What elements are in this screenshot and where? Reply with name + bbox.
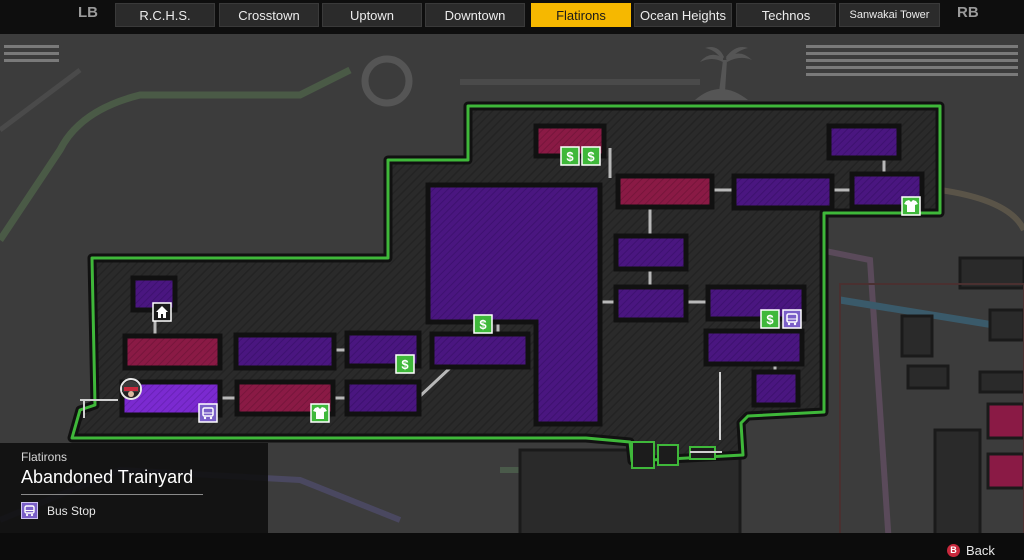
room bbox=[703, 328, 805, 367]
location-name: Abandoned Trainyard bbox=[21, 467, 194, 487]
palm-tree-icon bbox=[695, 47, 752, 100]
money-icon[interactable]: $ bbox=[395, 354, 415, 374]
map-rooms[interactable] bbox=[119, 123, 925, 427]
room bbox=[705, 284, 807, 322]
location-info-panel: Flatirons Abandoned Trainyard Bus Stop bbox=[0, 443, 268, 533]
money-icon[interactable]: $ bbox=[760, 309, 780, 329]
tab-sanwakai-tower[interactable]: Sanwakai Tower bbox=[839, 3, 940, 27]
room bbox=[613, 233, 689, 272]
room bbox=[429, 331, 531, 370]
back-button[interactable]: Back bbox=[966, 543, 995, 558]
room bbox=[826, 123, 902, 161]
room bbox=[344, 379, 422, 417]
hud-decor-stripes bbox=[4, 45, 1018, 76]
money-icon[interactable]: $ bbox=[473, 314, 493, 334]
tab-crosstown[interactable]: Crosstown bbox=[219, 3, 319, 27]
rb-shoulder-button[interactable]: RB bbox=[957, 4, 979, 21]
room bbox=[731, 173, 835, 211]
offmap-buildings bbox=[518, 256, 1024, 552]
home-icon[interactable] bbox=[152, 302, 172, 322]
lb-shoulder-button[interactable]: LB bbox=[78, 4, 98, 21]
tab-flatirons[interactable]: Flatirons bbox=[531, 3, 631, 27]
room bbox=[751, 369, 801, 408]
offmap-building bbox=[986, 452, 1024, 490]
legend-bus-stop-label: Bus Stop bbox=[47, 504, 96, 518]
room bbox=[233, 332, 337, 371]
money-icon[interactable]: $ bbox=[581, 146, 601, 166]
tab-uptown[interactable]: Uptown bbox=[322, 3, 422, 27]
room bbox=[122, 333, 223, 371]
svg-text:$: $ bbox=[401, 357, 409, 372]
footer-bar bbox=[0, 533, 1024, 560]
divider bbox=[21, 494, 203, 495]
district-border bbox=[70, 104, 942, 463]
district-label: Flatirons bbox=[21, 450, 68, 464]
b-button-icon: B bbox=[947, 544, 960, 557]
room-large-warehouse bbox=[425, 182, 603, 427]
shirt-icon[interactable] bbox=[310, 403, 330, 423]
district-map[interactable]: $ $ $ $ $ bbox=[0, 34, 1024, 560]
tab-rchs[interactable]: R.C.H.S. bbox=[115, 3, 215, 27]
bus-stop-icon[interactable] bbox=[782, 309, 802, 329]
tab-downtown[interactable]: Downtown bbox=[425, 3, 525, 27]
room bbox=[615, 173, 715, 210]
tab-ocean-heights[interactable]: Ocean Heights bbox=[634, 3, 732, 27]
room bbox=[613, 284, 689, 323]
bus-stop-icon bbox=[21, 502, 38, 519]
player-marker-icon bbox=[120, 378, 142, 400]
tab-technos[interactable]: Technos bbox=[736, 3, 836, 27]
svg-text:$: $ bbox=[479, 317, 487, 332]
bus-stop-icon[interactable] bbox=[198, 403, 218, 423]
money-icon[interactable]: $ bbox=[560, 146, 580, 166]
offmap-building bbox=[986, 402, 1024, 440]
svg-text:$: $ bbox=[566, 149, 574, 164]
svg-text:$: $ bbox=[587, 149, 595, 164]
svg-text:$: $ bbox=[766, 312, 774, 327]
rail-dashes bbox=[80, 372, 722, 453]
shirt-icon[interactable] bbox=[901, 196, 921, 216]
